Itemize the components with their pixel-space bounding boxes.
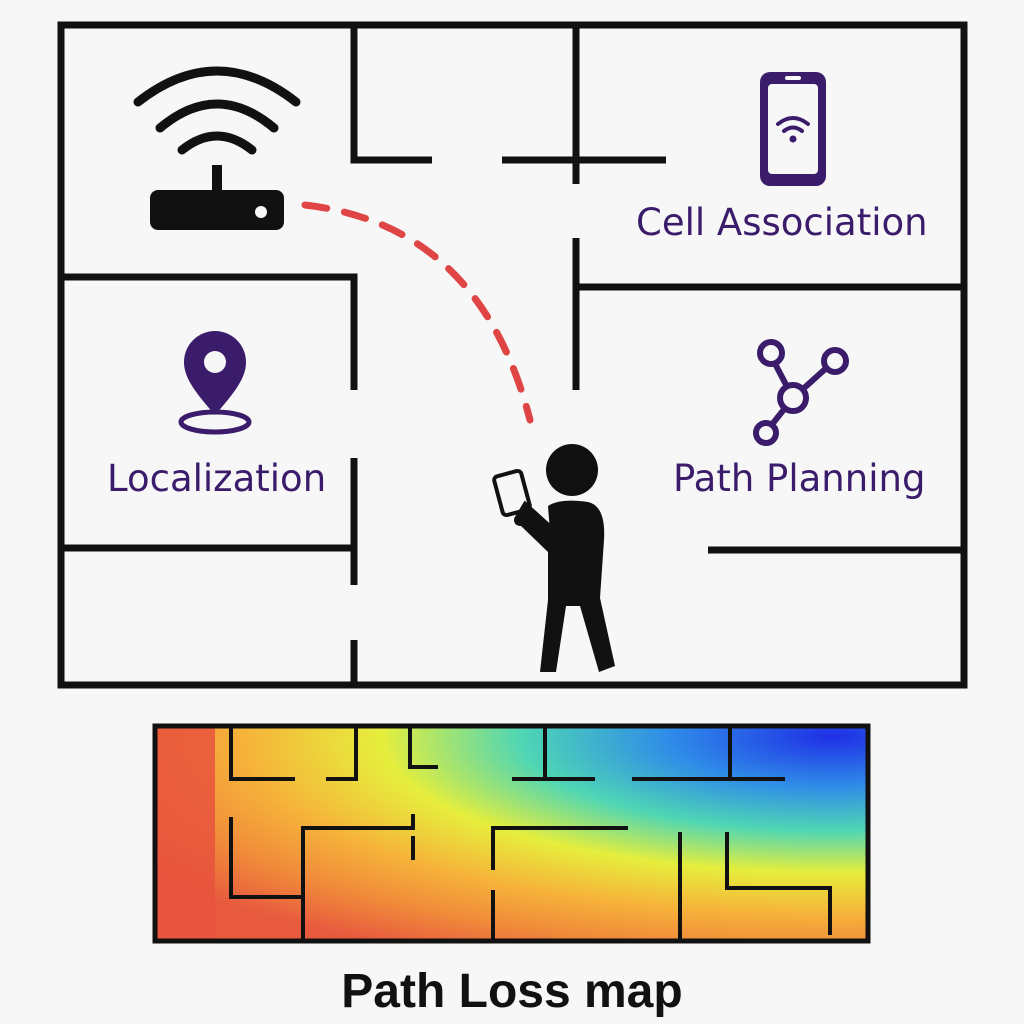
smartphone-wifi-icon xyxy=(760,72,826,186)
floor-plan xyxy=(57,21,968,689)
path-loss-heatmap xyxy=(152,723,871,944)
path-planning-label: Path Planning xyxy=(673,457,926,500)
wall-top-center xyxy=(502,28,666,184)
path-loss-map-caption: Path Loss map xyxy=(341,965,683,1018)
heatmap-fill xyxy=(155,726,868,941)
cell-association-label: Cell Association xyxy=(636,201,928,244)
localization-label: Localization xyxy=(107,457,327,500)
wall-left-upper xyxy=(64,273,358,390)
wall-top-left-vertical xyxy=(350,28,432,164)
wifi-router-icon xyxy=(133,66,301,230)
heatmap-border xyxy=(152,723,871,944)
wall-left-lower xyxy=(64,458,358,685)
person-with-phone-icon xyxy=(492,444,615,672)
network-graph-icon xyxy=(753,339,849,446)
outer-wall xyxy=(57,21,968,689)
location-pin-icon xyxy=(178,331,252,435)
signal-path xyxy=(301,201,534,424)
